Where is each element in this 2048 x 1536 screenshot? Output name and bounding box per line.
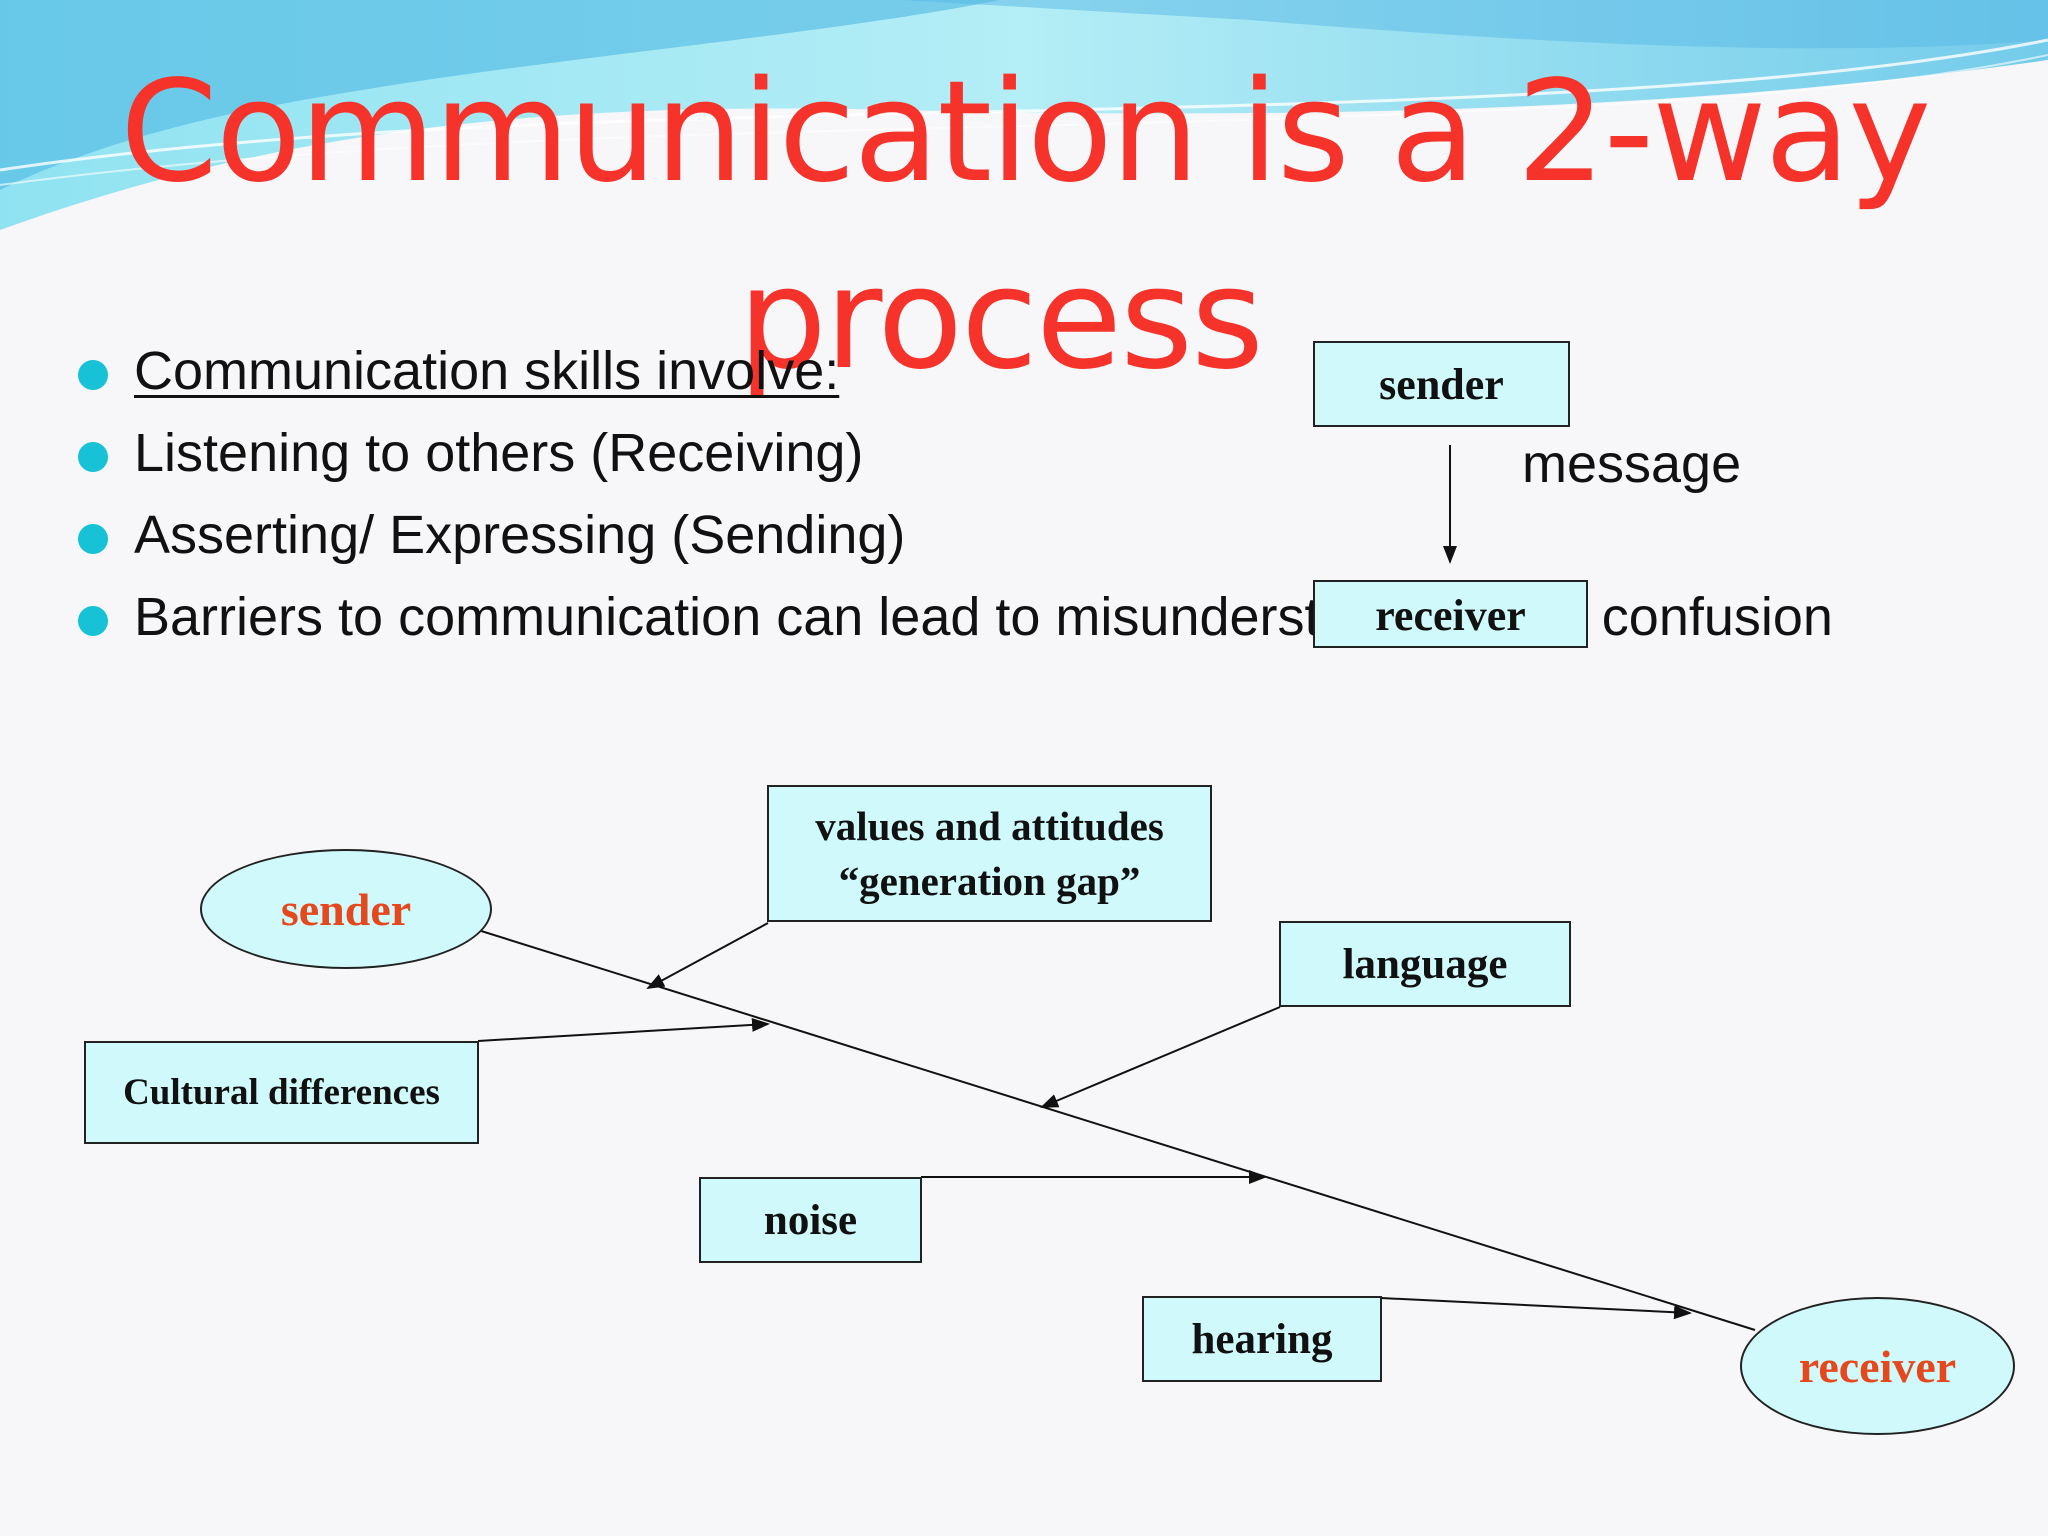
title-line-1: Communication is a 2-way — [120, 51, 1931, 214]
bullet-dot-icon — [78, 360, 108, 390]
barrier-arrow-values — [646, 922, 769, 989]
bullet-dot-icon — [78, 524, 108, 554]
small-sender-box: sender — [1313, 341, 1570, 427]
barrier-hearing-label: hearing — [1191, 1315, 1333, 1363]
small-receiver-box: receiver — [1313, 580, 1588, 648]
header-wave-decoration — [0, 0, 2048, 230]
small-sender-label: sender — [1379, 359, 1504, 409]
barrier-arrow-language — [1040, 1006, 1281, 1108]
small-receiver-label: receiver — [1375, 591, 1526, 640]
receiver-label: receiver — [1798, 1340, 1957, 1392]
bullet-dot-icon — [78, 606, 108, 636]
receiver-ellipse: receiver — [1740, 1297, 2015, 1435]
bullet-text: Communication skills involve: — [134, 341, 840, 401]
bullet-dot-icon — [78, 442, 108, 472]
title-line-2: process — [738, 238, 1264, 401]
sender-ellipse: sender — [200, 849, 492, 969]
barrier-noise-box: noise — [699, 1177, 922, 1263]
barrier-language-label: language — [1342, 940, 1508, 988]
bullet-text: Listening to others (Receiving) — [134, 423, 864, 483]
bullet-text: Asserting/ Expressing (Sending) — [134, 505, 906, 565]
barrier-cultural-label: Cultural differences — [123, 1072, 440, 1113]
barrier-values-label: values and attitudes “generation gap” — [815, 802, 1164, 904]
main-flow-line — [461, 924, 1756, 1331]
message-label: message — [1522, 434, 1742, 494]
barrier-arrow-cultural — [477, 1017, 770, 1042]
barrier-values-box: values and attitudes “generation gap” — [767, 785, 1212, 922]
barrier-arrow-hearing — [1380, 1297, 1692, 1320]
barrier-cultural-box: Cultural differences — [84, 1041, 479, 1144]
sender-label: sender — [280, 883, 412, 935]
barrier-hearing-box: hearing — [1142, 1296, 1382, 1382]
barrier-noise-label: noise — [763, 1196, 858, 1244]
barrier-language-box: language — [1279, 921, 1571, 1007]
